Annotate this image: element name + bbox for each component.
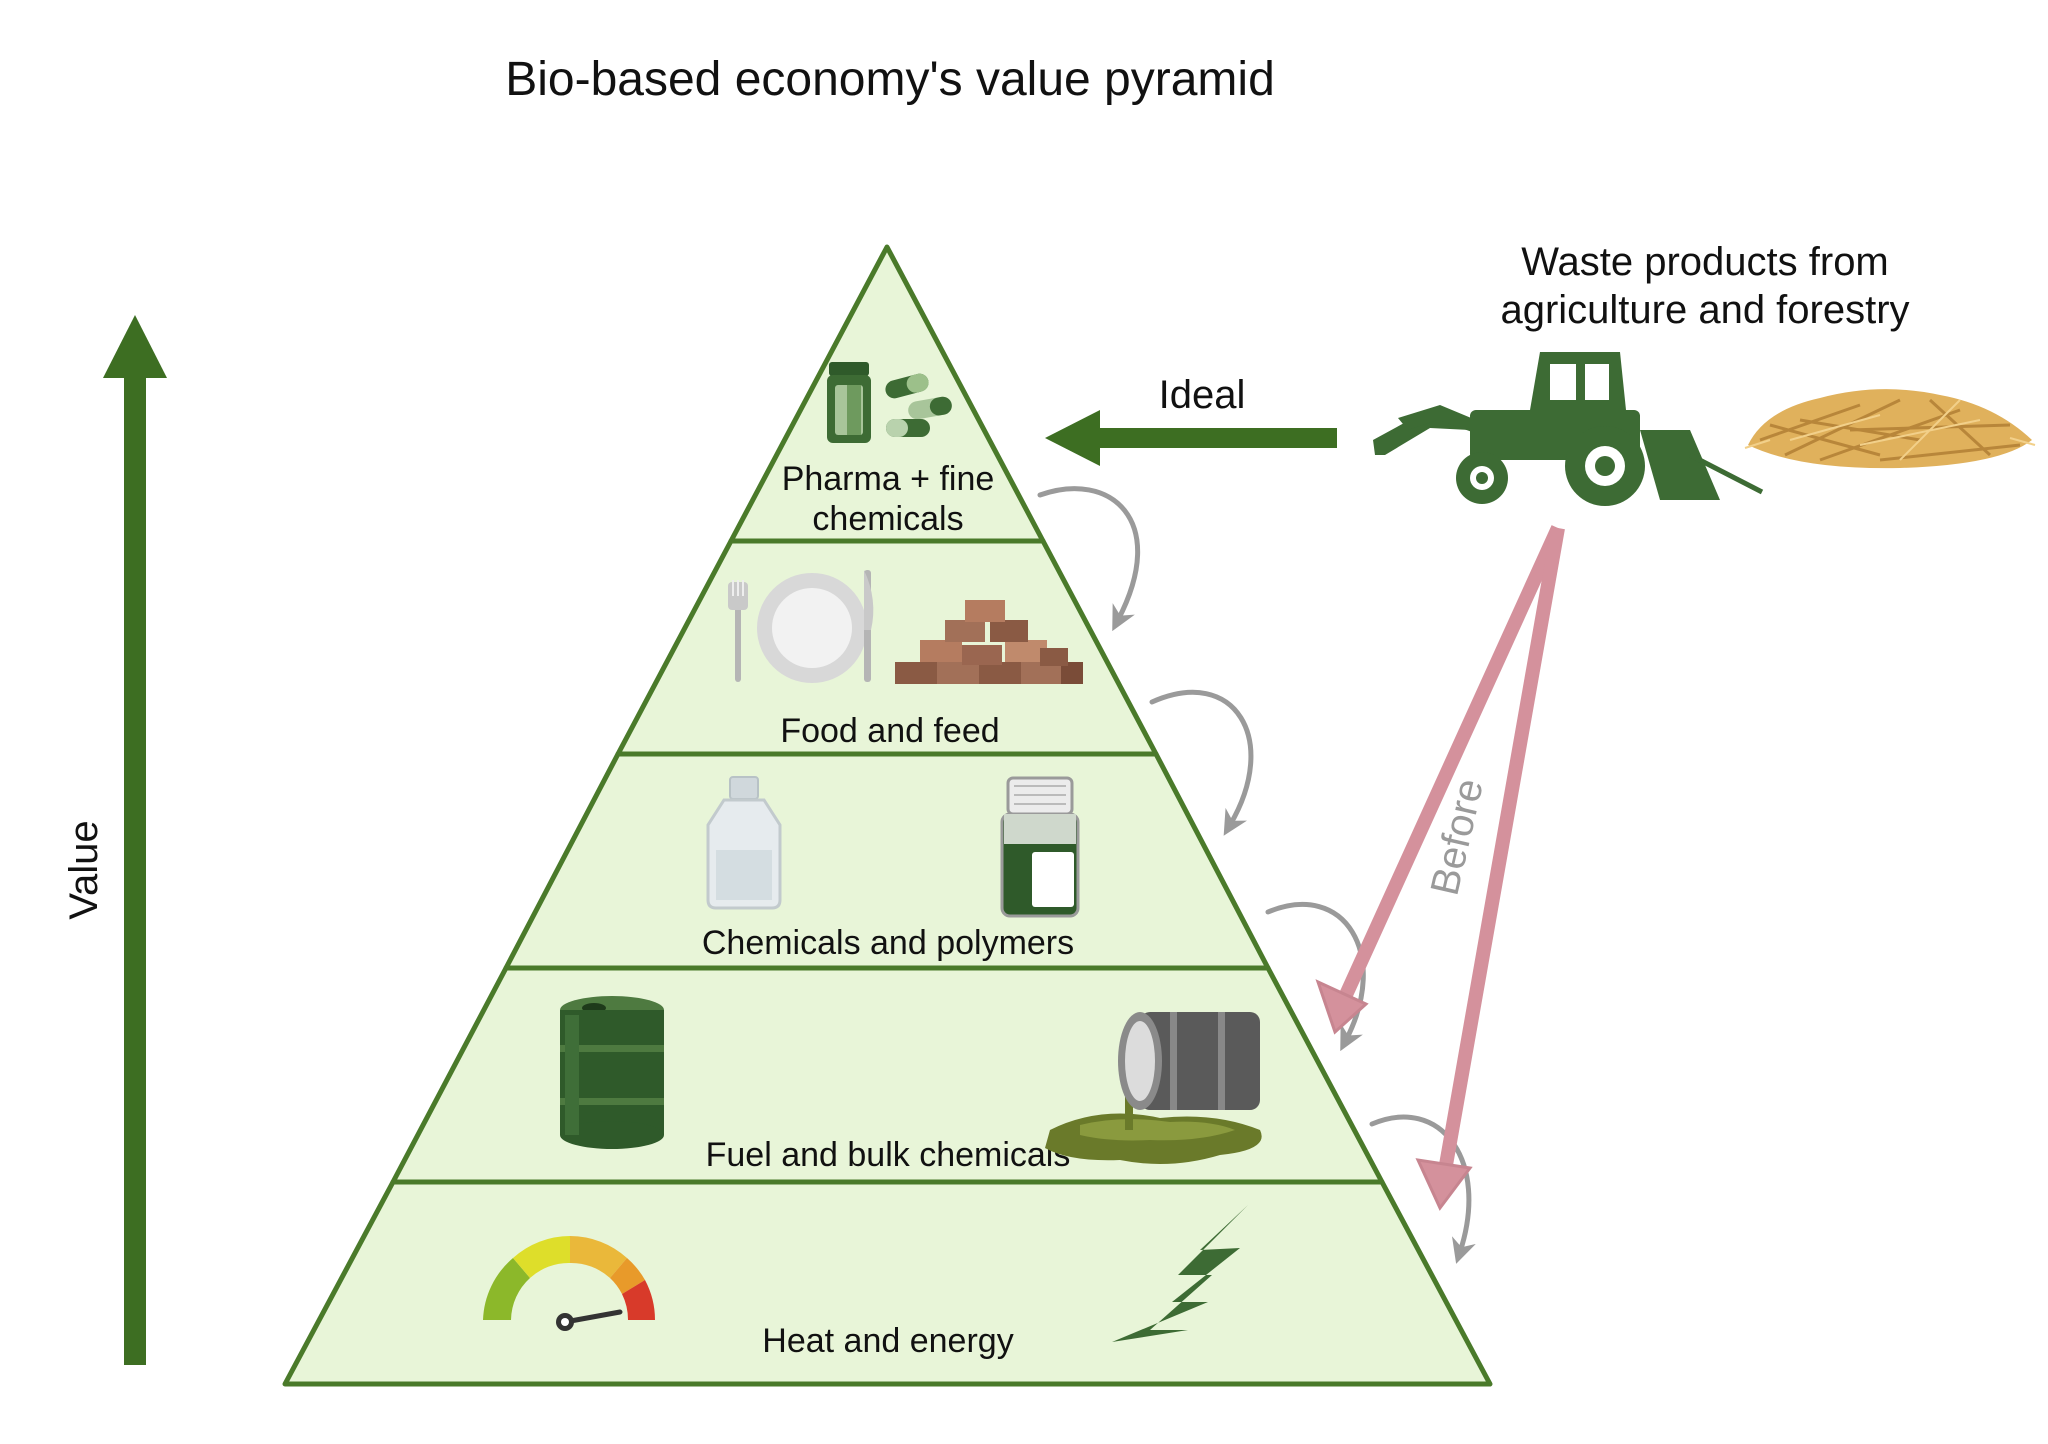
lightning-icon (1112, 1205, 1248, 1342)
tractor-icon (1373, 352, 1764, 506)
tier-4-label: Fuel and bulk chemicals (706, 1136, 1071, 1174)
capsules-icon (885, 373, 952, 437)
oil-barrel-icon (560, 996, 664, 1149)
tier-3-label: Chemicals and polymers (702, 924, 1074, 962)
tier-1-label-line1: Pharma + fine (782, 460, 995, 498)
source-label-line1: Waste products from (1521, 240, 1889, 284)
tier-2-label: Food and feed (780, 712, 999, 750)
tier-5-band (282, 1179, 1493, 1387)
cascade-arrow-1 (1037, 486, 1140, 632)
feed-cubes-icon (895, 600, 1083, 684)
pyramid (282, 244, 1493, 1387)
straw-pile-icon (1744, 389, 2036, 469)
gauge-icon (483, 1236, 655, 1331)
tier-1-label-line2: chemicals (812, 500, 963, 538)
diagram-title: Bio-based economy's value pyramid (505, 53, 1275, 106)
ideal-arrow (1045, 410, 1337, 466)
pill-bottle-icon (827, 362, 871, 443)
tier-5-label: Heat and energy (762, 1322, 1013, 1360)
plate-cutlery-icon (728, 570, 874, 683)
chemical-jar-icon (1000, 776, 1080, 918)
value-axis-arrow (103, 315, 167, 1365)
plastic-bottle-icon (706, 776, 782, 910)
ideal-label: Ideal (1159, 373, 1246, 417)
before-arrows (1315, 525, 1565, 1211)
source-label-line2: agriculture and forestry (1500, 288, 1909, 332)
cascade-arrow-2 (1149, 689, 1254, 836)
value-axis-label: Value (62, 820, 106, 919)
spilled-barrel-icon (1045, 1012, 1262, 1164)
